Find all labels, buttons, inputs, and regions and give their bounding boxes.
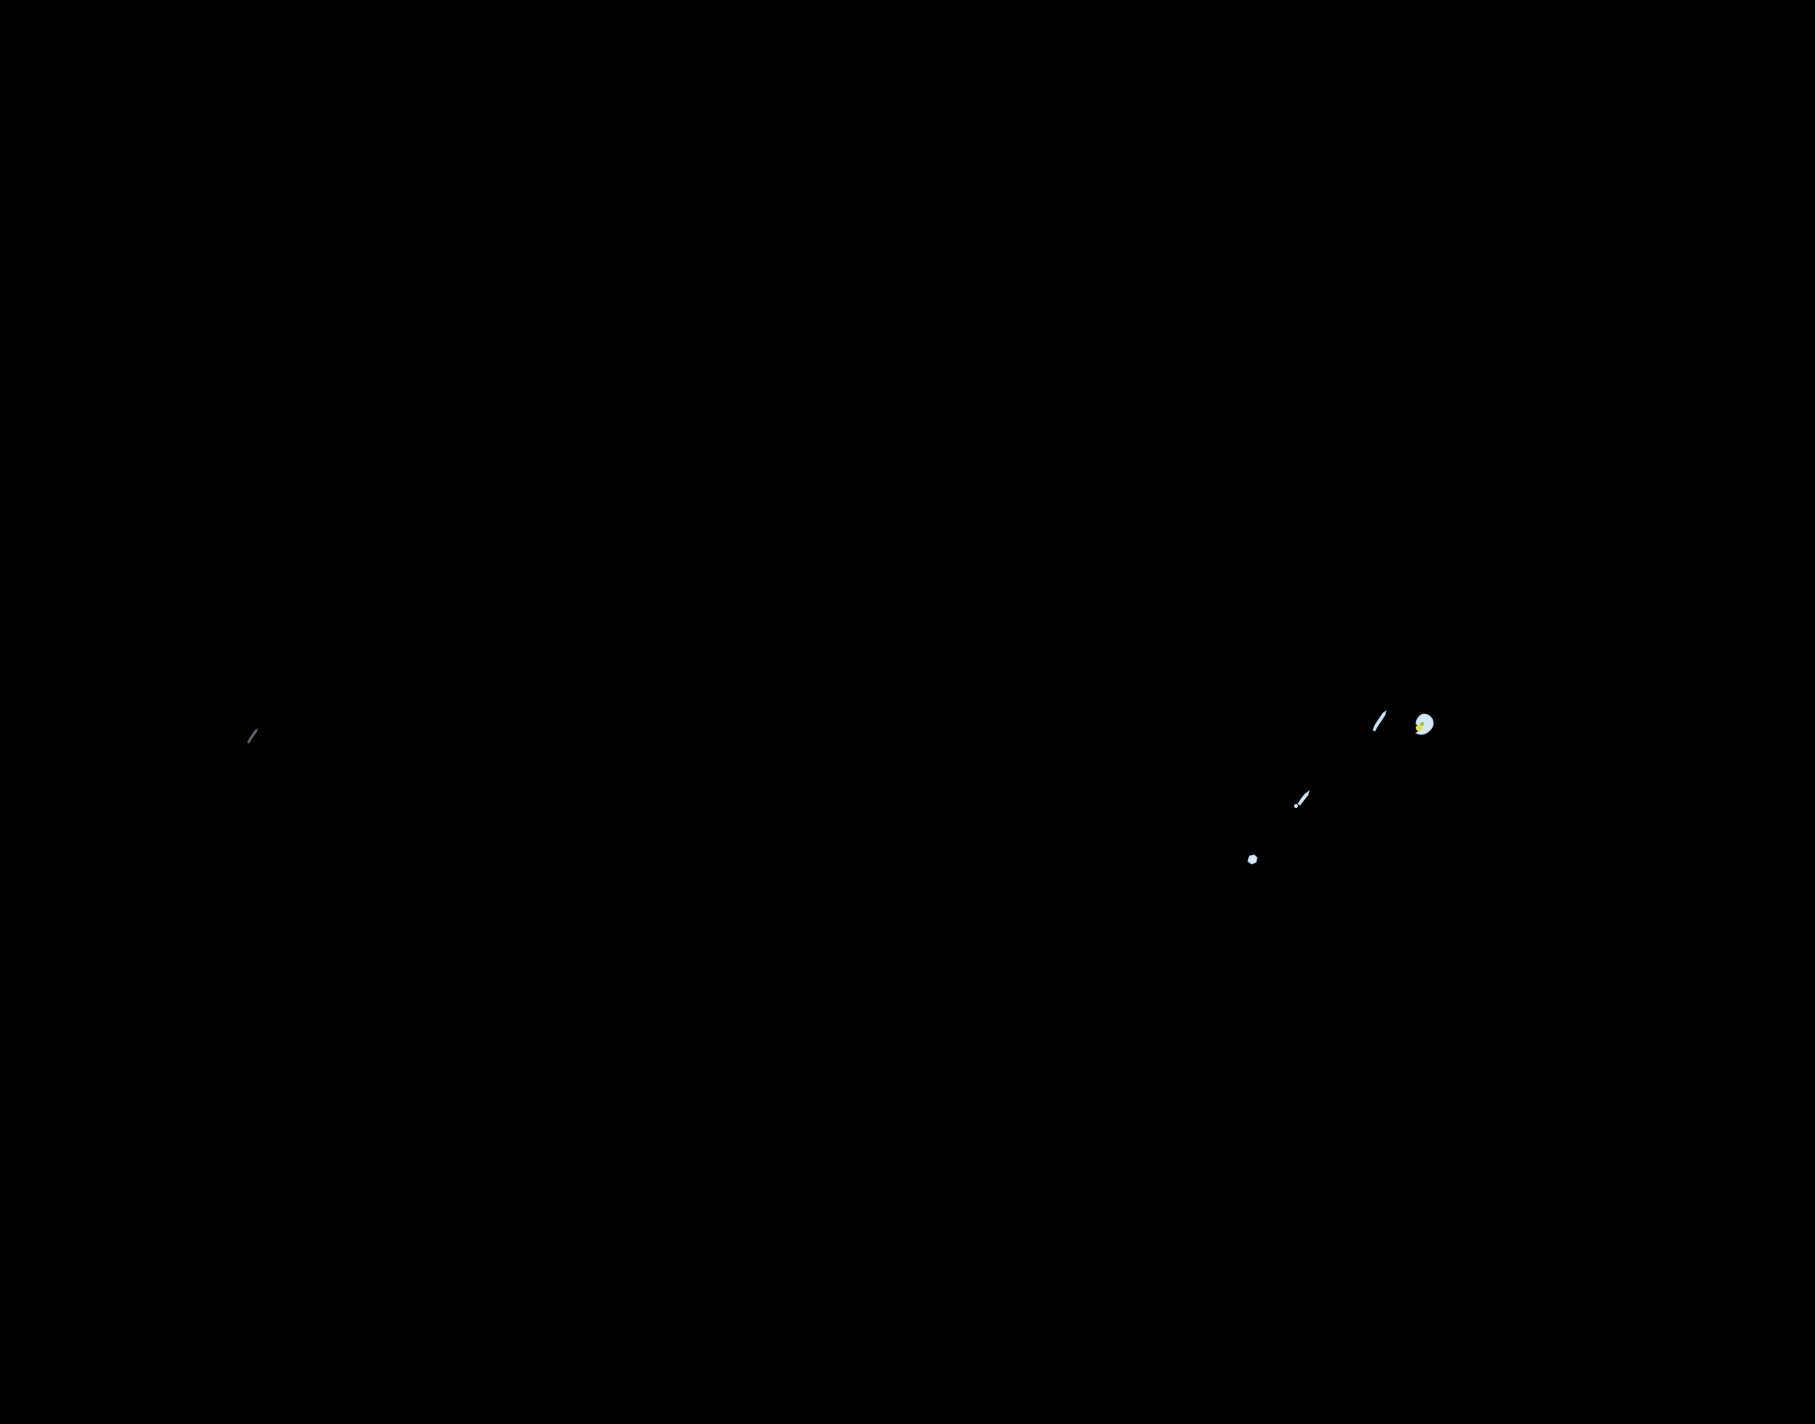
island-far-west-sliver (246, 728, 259, 744)
island-south-blob (1247, 854, 1258, 865)
island-highlighted-crescent (1411, 713, 1435, 737)
island-north-sliver (1371, 710, 1388, 732)
island-mid-sliver (1293, 790, 1311, 808)
